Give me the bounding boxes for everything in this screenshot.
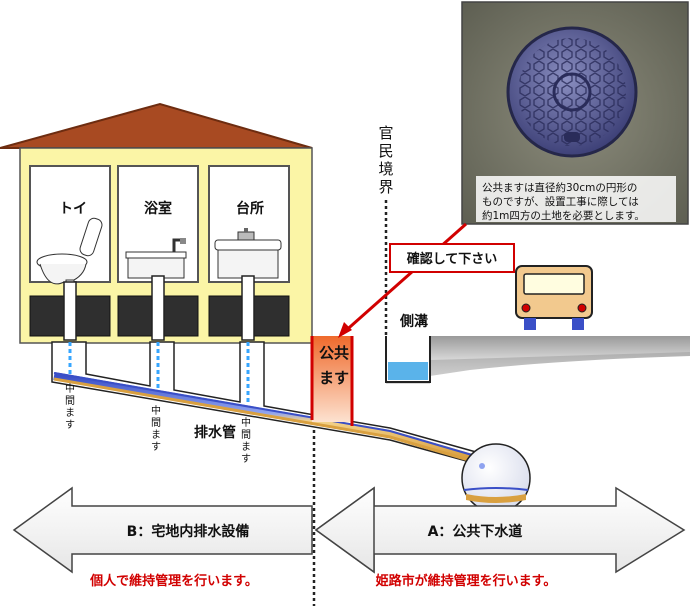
intermediate-masu-label: ま — [241, 441, 251, 453]
maintenance-city: 姫路市が維持管理を行います。 — [376, 573, 557, 589]
side-ditch: 側溝 — [385, 313, 431, 383]
maintenance-private: 個人で維持管理を行います。 — [89, 573, 258, 589]
intermediate-masu-label: 間 — [65, 395, 75, 407]
intermediate-masu-label: す — [65, 419, 75, 431]
public-masu-label-2: ます — [319, 369, 349, 387]
public-masu: 公共 ます — [310, 336, 354, 426]
callout: 確認して下さい — [338, 222, 515, 338]
photo-caption-1: 公共ますは直径約30cmの円形の — [482, 181, 637, 194]
boundary-label-char: 境 — [378, 160, 393, 178]
arrow-private: B：宅地内排水設備 — [12, 486, 313, 574]
intermediate-masu-label: す — [151, 441, 161, 453]
sink-icon — [214, 228, 282, 279]
boundary-label-char: 界 — [378, 178, 393, 196]
callout-label: 確認して下さい — [407, 251, 498, 267]
arrow-public-label: A：公共下水道 — [428, 523, 523, 540]
arrow-private-label: B：宅地内排水設備 — [127, 523, 250, 540]
boundary-label-char: 官 — [378, 124, 393, 142]
intermediate-masu-label: 間 — [151, 417, 161, 429]
intermediate-masu-label: 中 — [65, 382, 75, 395]
bus-icon — [515, 265, 593, 330]
ditch-label: 側溝 — [399, 313, 428, 330]
photo-caption-2: ものですが、設置工事に際しては — [482, 195, 639, 208]
arrow-public-head-left — [314, 486, 375, 574]
intermediate-masu-label: ま — [151, 429, 161, 441]
public-masu-label-1: 公共 — [319, 344, 349, 362]
sewer-main — [461, 443, 531, 513]
drain-pipe-label: 排水管 — [194, 424, 236, 441]
photo-caption-3: 約1m四方の土地を必要とします。 — [482, 209, 645, 222]
boundary-label-char: 民 — [378, 142, 393, 160]
intermediate-masu-label: 中 — [241, 416, 251, 429]
manhole-photo: 公共ますは直径約30cmの円形の ものですが、設置工事に際しては 約1m四方の土… — [461, 1, 689, 225]
intermediate-masu-label: ま — [65, 407, 75, 419]
ground — [386, 336, 690, 384]
toilet-icon — [36, 217, 103, 299]
intermediate-masu-label: す — [241, 453, 251, 465]
intermediate-masu-label: 中 — [151, 404, 161, 417]
intermediate-masu-label: 間 — [241, 429, 251, 441]
room-label-kitchen: 台所 — [236, 200, 264, 217]
roof — [0, 102, 313, 149]
room-label-toilet: トイ — [59, 201, 87, 217]
drain-pipe — [51, 341, 478, 463]
house: トイ 浴室 台所 — [0, 102, 313, 344]
room-label-bath: 浴室 — [144, 200, 172, 217]
fixture-drains — [63, 275, 255, 341]
